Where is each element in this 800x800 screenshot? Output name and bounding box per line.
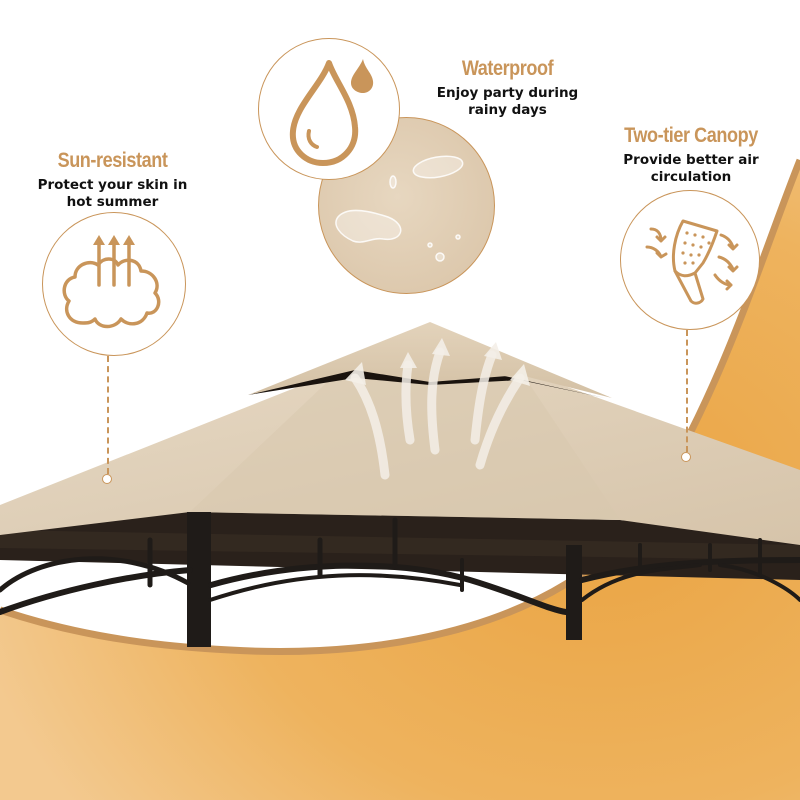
waterproof-icon-circle: [258, 38, 400, 180]
airflow-arrows: [350, 347, 525, 480]
feature-title: Waterproof: [461, 57, 554, 80]
water-beads: [335, 155, 464, 262]
sun-resistant-pointer-dot: [102, 474, 112, 484]
sun-resistant-icon-circle: [42, 212, 186, 356]
two-tier-canopy-pointer-dot: [681, 452, 691, 462]
feature-description: Protect your skin in hot summer: [37, 177, 188, 210]
ventilated-fabric-icon: [645, 219, 739, 305]
water-drop-icon: [289, 59, 374, 166]
feature-description: Provide better air circulation: [623, 152, 759, 185]
orange-swoosh: [0, 160, 800, 800]
feature-two-tier-canopy: Two-tier Canopy Provide better air circu…: [596, 125, 786, 186]
two-tier-canopy-pointer-line: [686, 330, 688, 452]
cloud-with-arrows-icon: [62, 235, 161, 329]
feature-description: Enjoy party during rainy days: [436, 85, 579, 118]
feature-sun-resistant: Sun-resistant Protect your skin in hot s…: [20, 150, 205, 211]
feature-title: Two-tier Canopy: [624, 124, 758, 147]
feature-waterproof: Waterproof Enjoy party during rainy days: [415, 58, 600, 119]
swoosh-edge: [0, 158, 800, 655]
upper-canopy: [248, 322, 612, 398]
sun-resistant-pointer-line: [107, 356, 109, 474]
gazebo-frame: [0, 512, 800, 647]
feature-title: Sun-resistant: [57, 149, 168, 172]
two-tier-canopy-icon-circle: [620, 190, 760, 330]
